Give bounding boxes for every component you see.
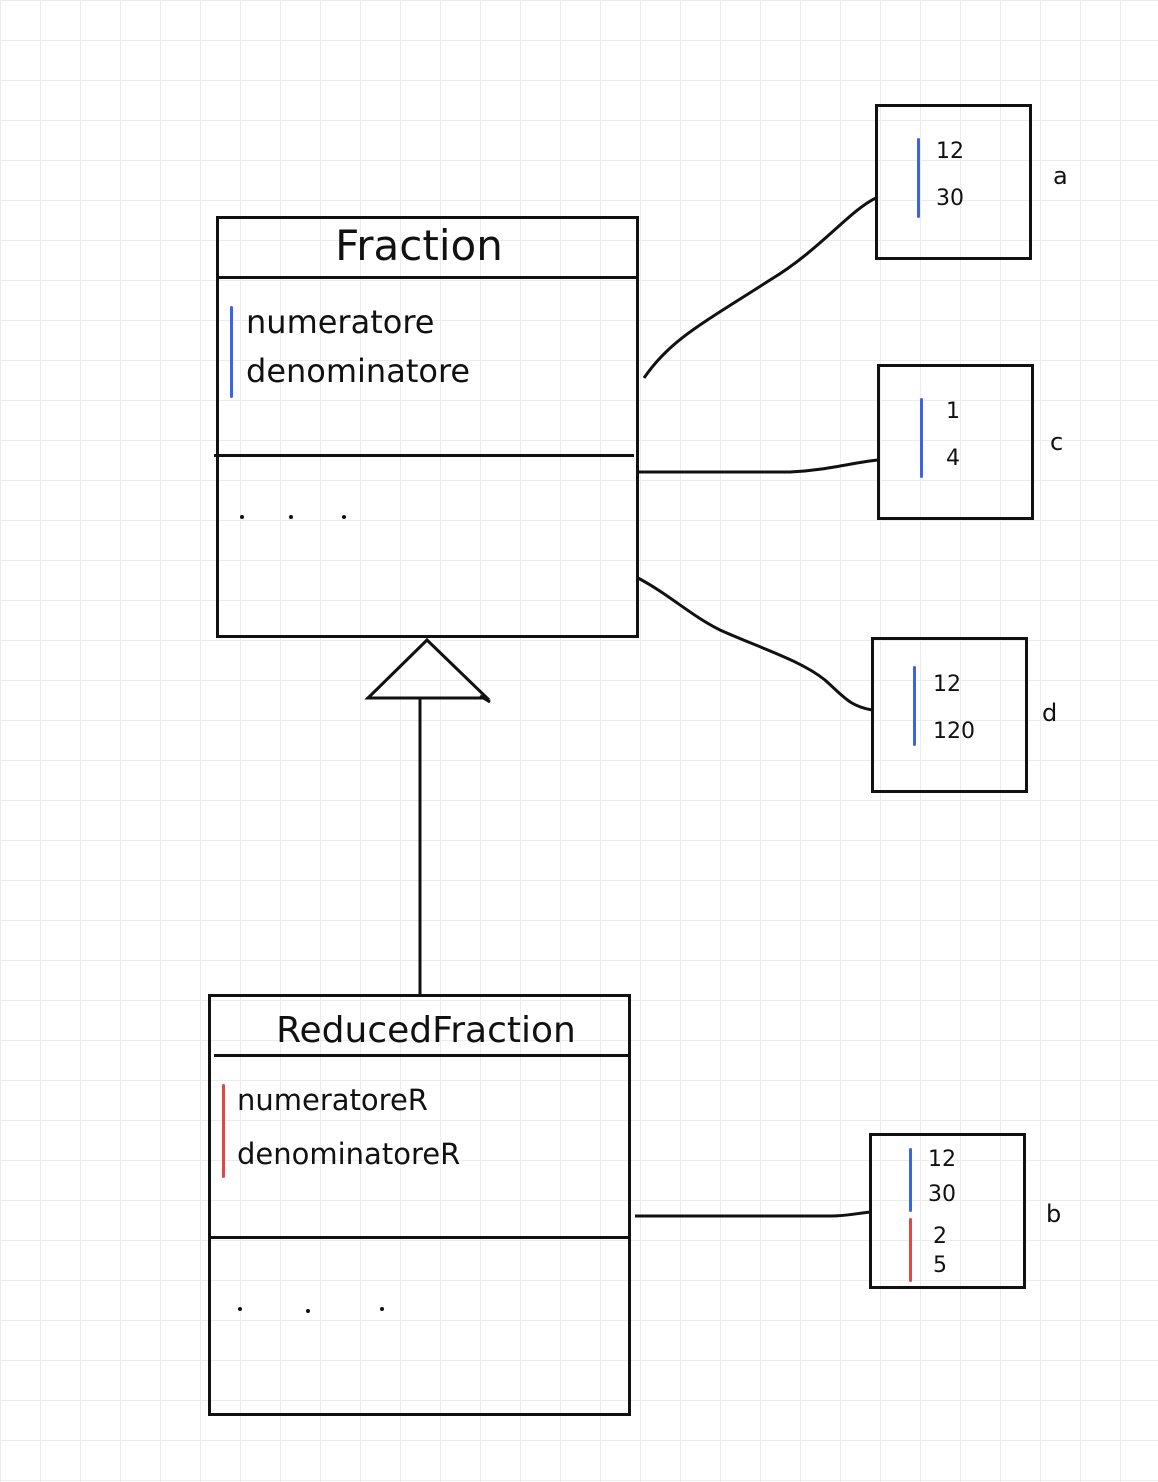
fraction-name-divider	[219, 276, 637, 279]
object-box-d	[871, 637, 1028, 793]
reducedfraction-attribute-numeratoreR: numeratoreR	[237, 1083, 428, 1117]
link-fraction-to-c	[638, 458, 879, 474]
object-d-numeratore-value: 12	[933, 672, 961, 697]
reducedfraction-attributes-divider	[210, 1236, 629, 1239]
object-b-denominatore-value: 30	[928, 1182, 956, 1207]
fraction-methods-ellipsis-dot	[289, 515, 293, 519]
fraction-attribute-denominatore: denominatore	[246, 352, 471, 390]
fraction-methods-ellipsis-dot	[342, 515, 346, 519]
object-a-field-marker	[917, 138, 920, 218]
reducedfraction-methods-ellipsis-dot	[306, 1309, 310, 1313]
reducedfraction-name-divider	[214, 1054, 629, 1057]
object-d-denominatore-value: 120	[933, 719, 975, 744]
object-label-d: d	[1042, 699, 1058, 727]
object-a-numeratore-value: 12	[936, 139, 964, 164]
reducedfraction-field-marker	[222, 1084, 225, 1178]
object-a-denominatore-value: 30	[936, 186, 964, 211]
class-name-fraction: Fraction	[335, 221, 503, 270]
reducedfraction-methods-ellipsis-dot	[238, 1307, 242, 1311]
class-box-fraction	[216, 216, 639, 638]
object-c-denominatore-value: 4	[946, 446, 960, 471]
fraction-attribute-numeratore: numeratore	[246, 303, 435, 341]
fraction-field-marker	[230, 306, 233, 398]
object-b-denominatoreR-value: 5	[933, 1253, 947, 1278]
object-label-c: c	[1050, 428, 1064, 456]
link-fraction-to-a	[642, 196, 877, 379]
object-b-reduced-field-marker	[909, 1218, 912, 1282]
class-box-reducedfraction	[208, 994, 631, 1416]
link-fraction-to-d	[637, 576, 873, 712]
object-b-numeratoreR-value: 2	[933, 1224, 947, 1249]
inheritance-arrow-triangle-icon	[364, 637, 491, 704]
object-box-c	[877, 364, 1034, 520]
object-box-a	[875, 104, 1032, 260]
object-label-a: a	[1053, 162, 1068, 190]
class-name-reducedfraction: ReducedFraction	[276, 1010, 576, 1051]
object-label-b: b	[1046, 1200, 1062, 1228]
fraction-methods-ellipsis-dot	[240, 515, 244, 519]
object-d-field-marker	[913, 666, 916, 746]
object-c-field-marker	[920, 398, 923, 478]
object-b-numeratore-value: 12	[928, 1147, 956, 1172]
fraction-attributes-divider	[214, 454, 634, 457]
object-b-inherited-field-marker	[909, 1148, 912, 1212]
object-box-b	[869, 1133, 1026, 1289]
object-c-numeratore-value: 1	[946, 399, 960, 424]
reducedfraction-methods-ellipsis-dot	[380, 1307, 384, 1311]
reducedfraction-attribute-denominatoreR: denominatoreR	[237, 1137, 461, 1171]
link-reducedfraction-to-b	[635, 1210, 872, 1218]
